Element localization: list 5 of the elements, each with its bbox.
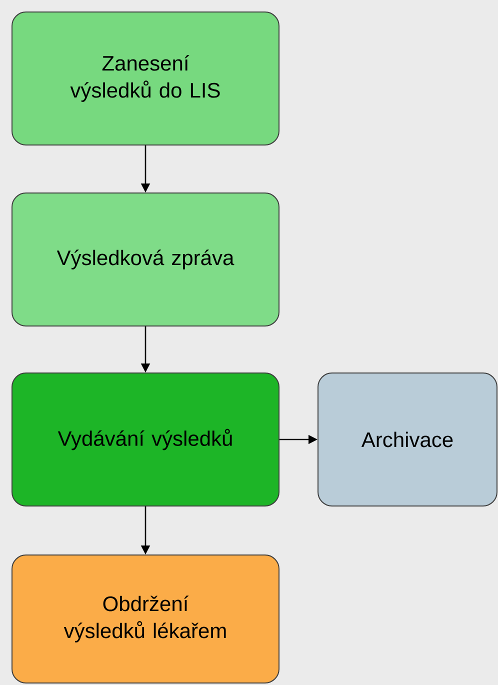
process-box: Obdržení výsledků lékařem xyxy=(12,554,280,684)
process-box: Archivace xyxy=(318,372,498,506)
process-box: Vydávání výsledků xyxy=(12,372,280,506)
process-box: Zanesení výsledků do LIS xyxy=(12,12,280,146)
process-box: Výsledková zpráva xyxy=(12,192,280,326)
